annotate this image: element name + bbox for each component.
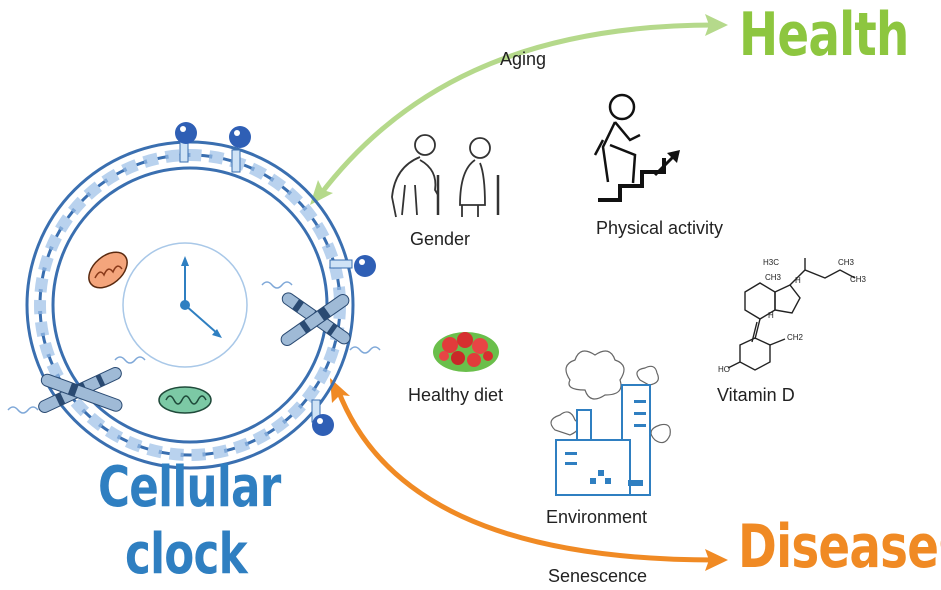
- vitamin-d-structure-icon: [727, 258, 856, 371]
- chem-ch2: CH2: [787, 333, 804, 342]
- aging-arrow: [310, 14, 728, 205]
- chem-h3c: H3C: [763, 258, 779, 267]
- aging-arrowhead-left: [310, 180, 333, 205]
- cellular-title-line1: Cellular: [98, 455, 281, 520]
- receptor-icon: [175, 122, 376, 436]
- gender-label: Gender: [410, 229, 471, 249]
- cellular-title-line2: clock: [125, 522, 248, 587]
- healthy-diet-label: Healthy diet: [408, 385, 504, 405]
- clock-face-icon: [122, 242, 248, 368]
- chem-h-b: H: [768, 311, 774, 320]
- chromosome-icon: [7, 281, 381, 414]
- environment-label: Environment: [546, 507, 648, 527]
- physical-activity-label: Physical activity: [596, 218, 724, 238]
- health-title: Health: [739, 0, 909, 70]
- stairs-climber-icon: [593, 93, 680, 202]
- elderly-couple-icon: [391, 134, 500, 218]
- senescence-arrowhead-left: [330, 378, 350, 403]
- chem-h-a: H: [795, 276, 801, 285]
- factory-pollution-icon: [550, 350, 671, 496]
- diseases-title: Diseases: [738, 512, 941, 582]
- chem-ch3-bottom: CH3: [765, 273, 782, 282]
- chem-ho: HO: [718, 365, 730, 374]
- chem-ch3-top: CH3: [838, 258, 855, 267]
- mitochondrion-icon: [88, 251, 212, 414]
- vitamin-d-label: Vitamin D: [717, 385, 795, 405]
- senescence-label: Senescence: [548, 566, 648, 586]
- senescence-arrowhead-right: [705, 549, 728, 571]
- aging-arrowhead-right: [705, 14, 728, 36]
- chem-ch3-right: CH3: [850, 275, 867, 284]
- aging-label: Aging: [500, 49, 547, 69]
- senescence-arrow: [330, 378, 728, 571]
- salad-bowl-icon: [433, 332, 499, 372]
